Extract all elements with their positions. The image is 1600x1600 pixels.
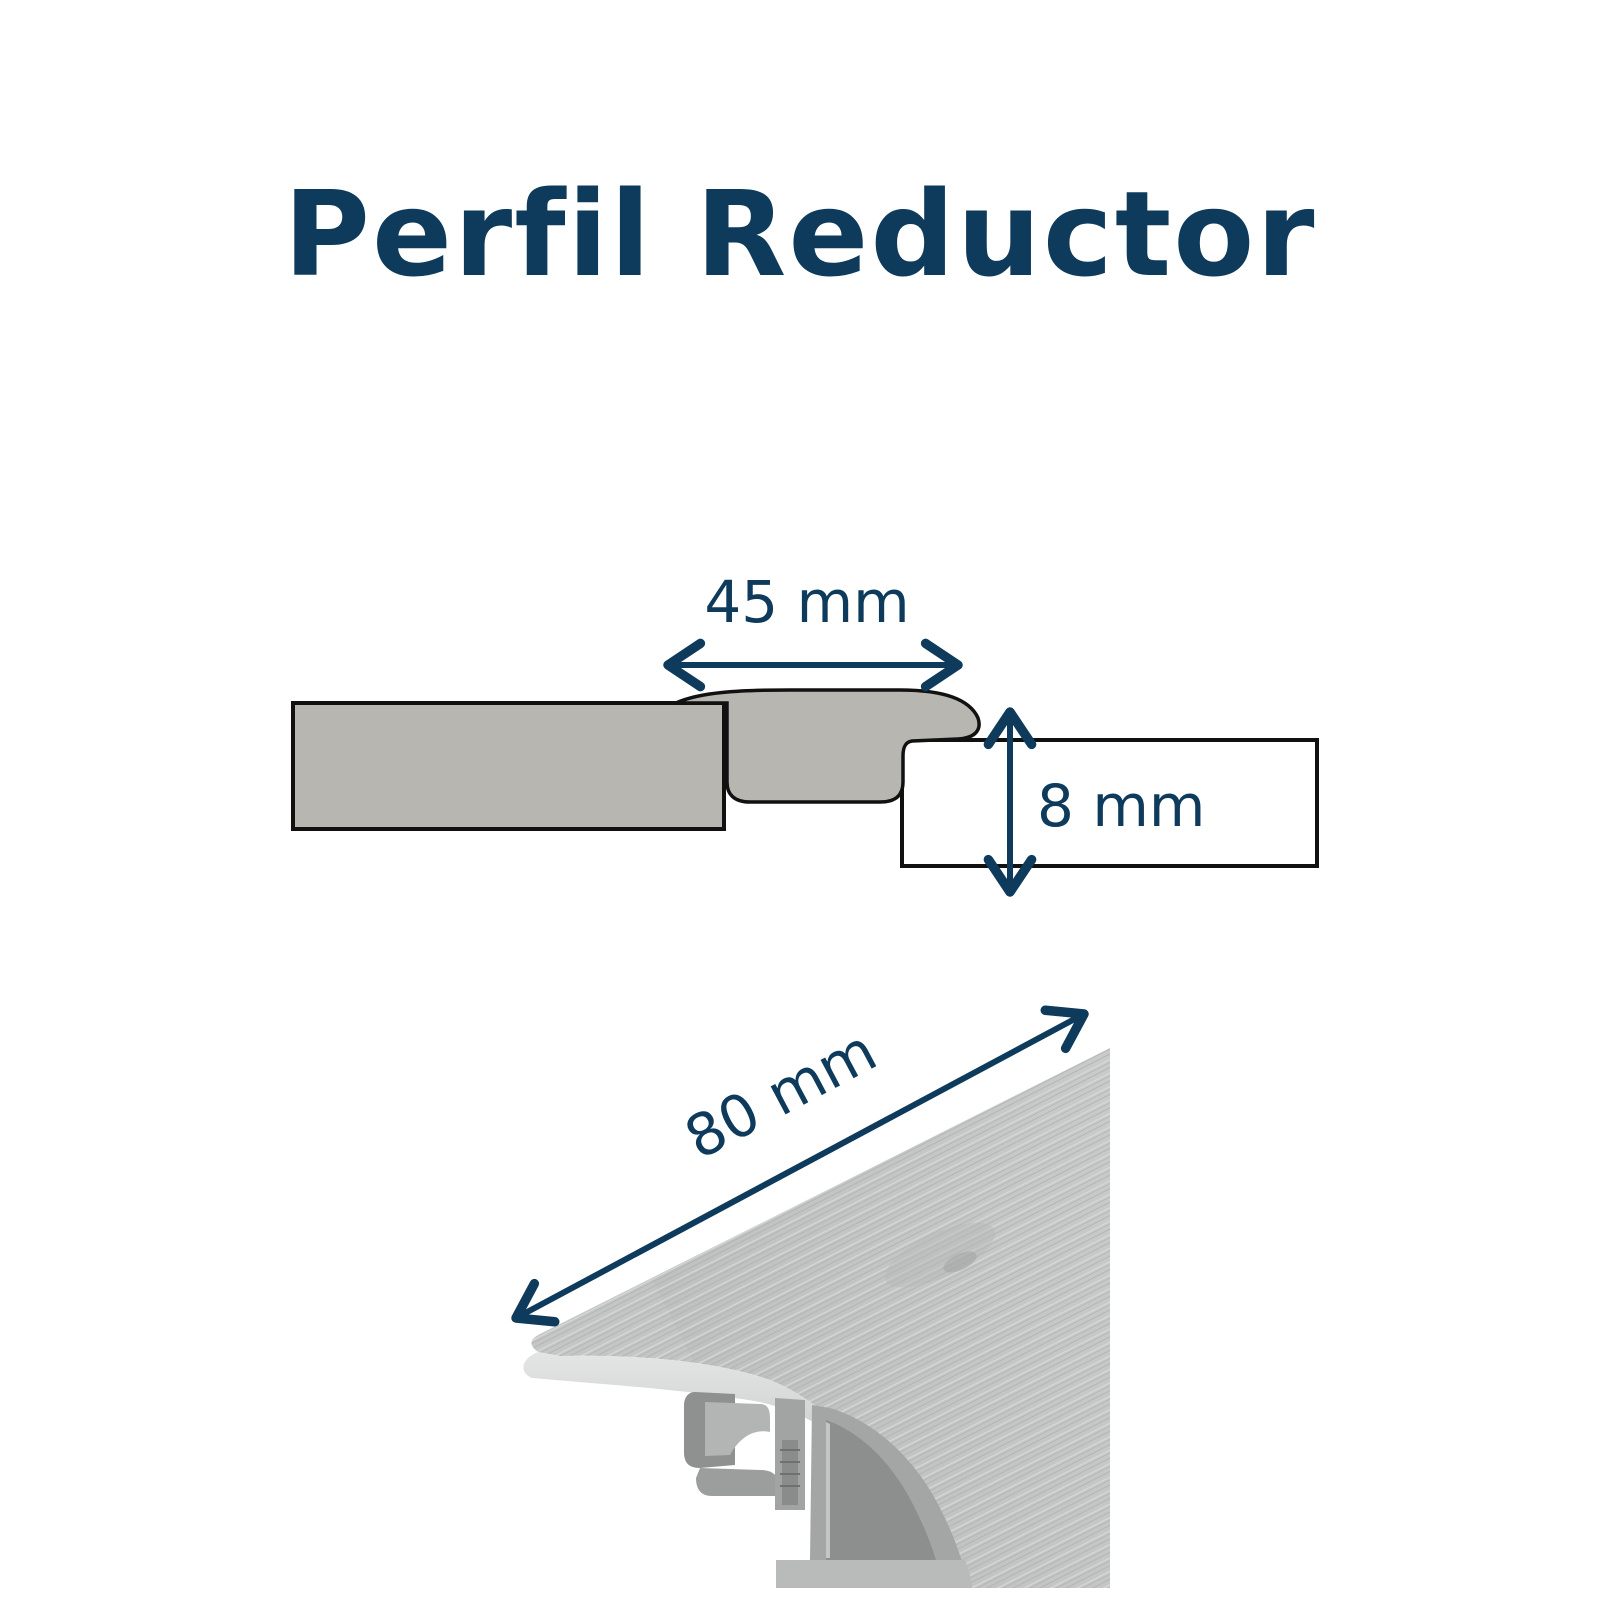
arrow-80mm — [511, 1005, 1089, 1327]
dimension-45mm: 45 mm — [663, 568, 963, 692]
profile-underside — [684, 1392, 972, 1588]
cross-section — [291, 688, 1319, 868]
dimension-8mm: 8 mm — [983, 707, 1205, 897]
label-8mm: 8 mm — [1037, 772, 1205, 840]
floor-thick — [291, 701, 726, 831]
label-80mm: 80 mm — [674, 1016, 887, 1172]
reducer-profile-3d — [523, 1048, 1110, 1588]
page-title: Perfil Reductor — [283, 165, 1317, 303]
label-45mm: 45 mm — [704, 568, 909, 636]
floor-thin — [900, 738, 1319, 868]
